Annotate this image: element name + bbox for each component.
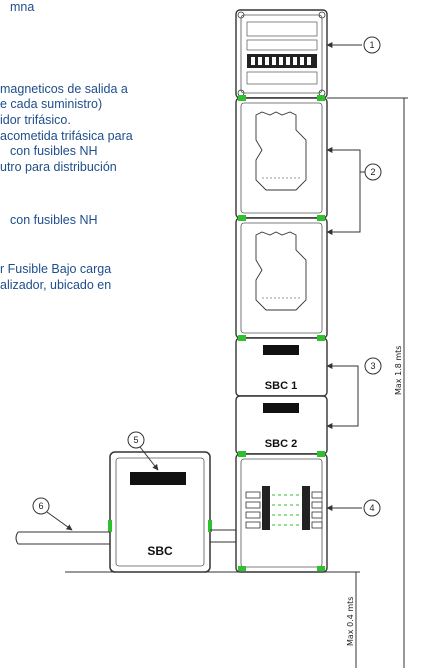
side-sbc-box: SBC: [108, 451, 212, 573]
callout-3-leader: [326, 363, 359, 429]
module-sbc-1: SBC 1: [235, 337, 328, 397]
text-line-10: alizador, ubicado en: [0, 278, 112, 292]
max-height-label: Max 1.8 mts: [394, 346, 403, 395]
text-line-7: utro para distribución: [0, 160, 117, 174]
text-line-4: idor trifásico.: [0, 113, 71, 127]
conduits: [15, 529, 236, 545]
callout-2-leader: [326, 147, 361, 235]
callout-5-leader: [139, 446, 159, 471]
max-floor-label: Max 0.4 mts: [346, 597, 355, 646]
callout-6-number: 6: [38, 501, 43, 511]
text-line-8: con fusibles NH: [10, 213, 98, 227]
module-breaker-box-b: [235, 217, 328, 339]
callout-2-number: 2: [370, 167, 375, 177]
text-line-1: mna: [10, 0, 35, 14]
callout-2-circle: [364, 163, 382, 181]
callout-3-circle: [364, 357, 382, 375]
module-meter-box: [235, 9, 328, 99]
text-line-6: con fusibles NH: [10, 144, 98, 158]
callout-4-number: 4: [369, 503, 374, 513]
sbc2-label: SBC 2: [265, 438, 297, 450]
description-text: mna magneticos de salida a e cada sumini…: [0, 0, 230, 340]
callout-4-circle: [363, 499, 381, 517]
joint-markers: [238, 95, 325, 571]
module-breaker-box-a: [235, 97, 328, 219]
text-line-3: e cada suministro): [0, 97, 103, 111]
text-line-9: r Fusible Bajo carga: [0, 262, 112, 276]
callout-1-number: 1: [369, 40, 374, 50]
module-sbc-2: SBC 2: [235, 395, 328, 455]
sbc1-label: SBC 1: [265, 380, 297, 392]
text-line-2: magneticos de salida a: [0, 82, 128, 96]
callout-6-circle: [32, 497, 50, 515]
dimension-max-height: [327, 97, 408, 668]
callout-5-number: 5: [133, 435, 138, 445]
sbc-side-label: SBC: [147, 544, 173, 558]
callout-1-circle: [363, 36, 381, 54]
module-terminal-box: [235, 453, 328, 573]
callout-6-leader: [46, 511, 73, 531]
text-line-5: acometida trifásica para: [0, 129, 133, 143]
callout-3-number: 3: [370, 361, 375, 371]
callout-5-circle: [127, 431, 145, 449]
